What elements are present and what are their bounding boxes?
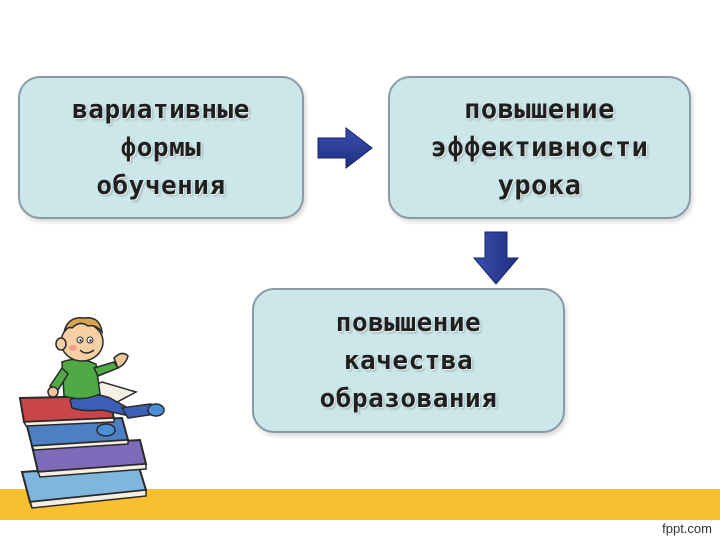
boy-on-books-icon	[18, 317, 165, 509]
box-line: вариативные	[72, 94, 250, 125]
box-lesson-efficiency: повышение эффективности урока	[388, 76, 691, 219]
box-variative-forms: вариативные формы обучения	[18, 76, 304, 219]
box-line: повышение	[464, 93, 615, 125]
down-arrow-icon	[472, 231, 520, 285]
box-line: повышение	[335, 307, 482, 338]
box-line: урока	[497, 169, 582, 201]
right-arrow-icon	[317, 126, 373, 170]
box-line: эффективности	[430, 131, 649, 163]
box-education-quality: повышение качества образования	[252, 288, 565, 433]
watermark: fppt.com	[662, 521, 712, 536]
box-line: обучения	[96, 170, 226, 201]
floor-underline	[0, 520, 720, 540]
box-line: образования	[319, 383, 498, 414]
box-line: качества	[343, 345, 474, 376]
box-line: формы	[120, 132, 202, 163]
